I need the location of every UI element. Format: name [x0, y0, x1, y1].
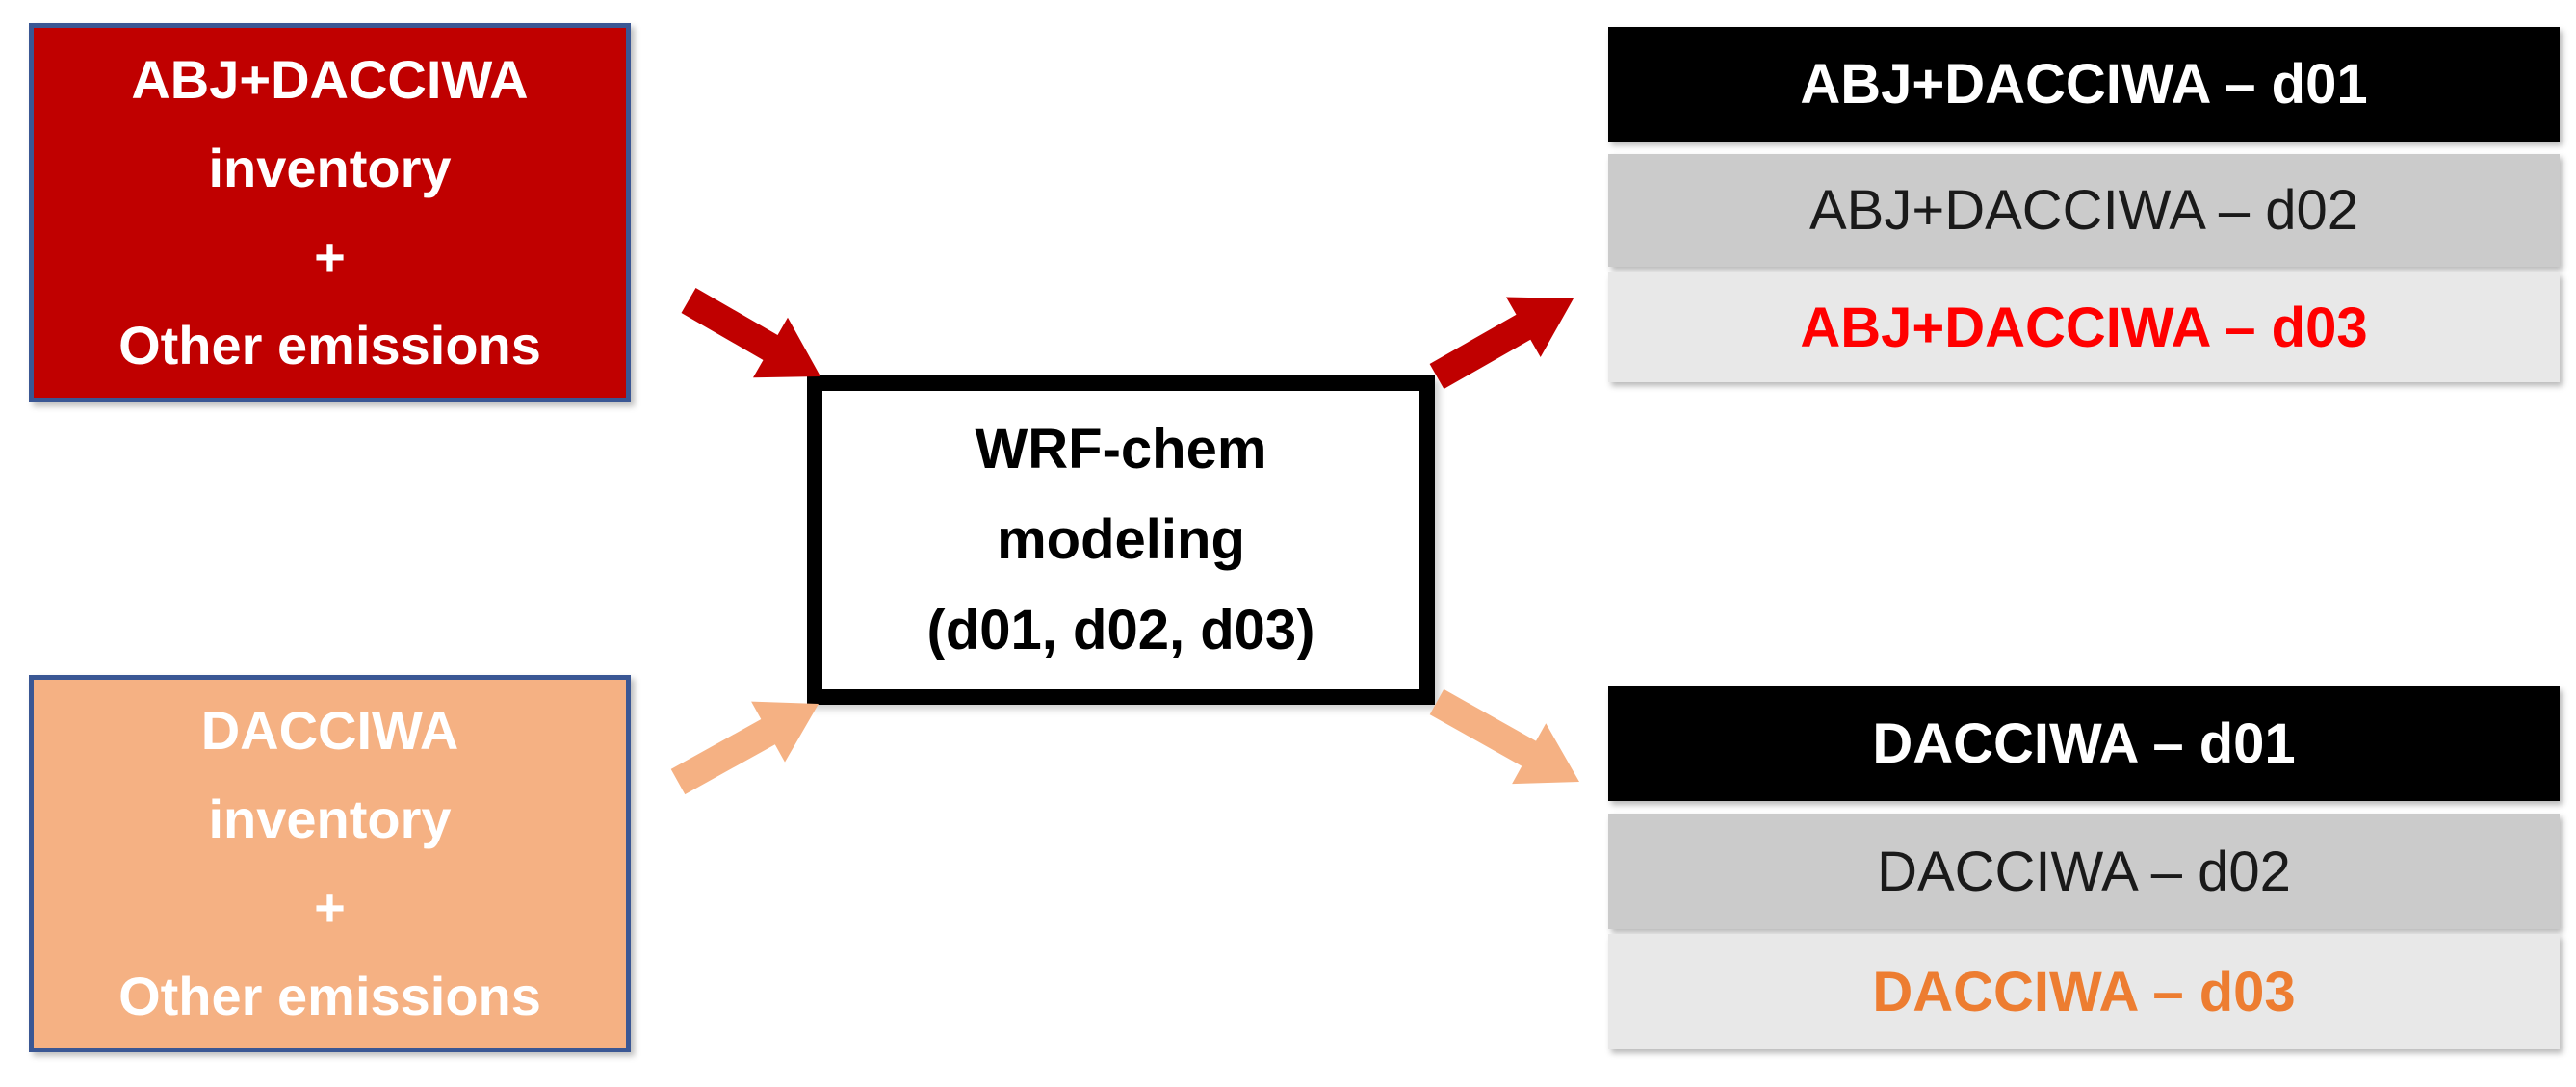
- input-box-line: +: [314, 877, 346, 938]
- output-row-abj-dacciwa-d01: ABJ+DACCIWA – d01: [1608, 27, 2560, 142]
- output-row-abj-dacciwa-d03: ABJ+DACCIWA – d03: [1608, 272, 2560, 382]
- arrow-model-to-abj-outputs: [1429, 297, 1574, 389]
- input-box-line: Other emissions: [118, 966, 541, 1026]
- input-box-line: inventory: [208, 138, 452, 198]
- output-row-dacciwa-d02: DACCIWA – d02: [1608, 814, 2560, 929]
- model-box-line: WRF-chem: [975, 418, 1267, 480]
- output-row-dacciwa-d03: DACCIWA – d03: [1608, 934, 2560, 1049]
- input-box-line: DACCIWA: [200, 700, 459, 761]
- arrow-dacciwa-inventory-to-model: [670, 701, 819, 795]
- arrow-abj-inventory-to-model: [681, 288, 820, 378]
- model-box-line: (d01, d02, d03): [926, 599, 1315, 661]
- input-box-line: Other emissions: [118, 315, 541, 375]
- input-box-dacciwa-inventory: DACCIWA inventory + Other emissions: [29, 675, 631, 1052]
- input-box-abj-dacciwa-inventory: ABJ+DACCIWA inventory + Other emissions: [29, 23, 631, 402]
- input-box-line: +: [314, 226, 346, 287]
- arrow-model-to-dacciwa-outputs: [1429, 688, 1579, 785]
- input-box-line: ABJ+DACCIWA: [131, 49, 529, 110]
- wrf-chem-model-box: WRF-chem modeling (d01, d02, d03): [807, 375, 1435, 705]
- model-box-line: modeling: [997, 508, 1245, 571]
- input-box-line: inventory: [208, 789, 452, 849]
- output-row-dacciwa-d01: DACCIWA – d01: [1608, 686, 2560, 801]
- output-row-abj-dacciwa-d02: ABJ+DACCIWA – d02: [1608, 154, 2560, 267]
